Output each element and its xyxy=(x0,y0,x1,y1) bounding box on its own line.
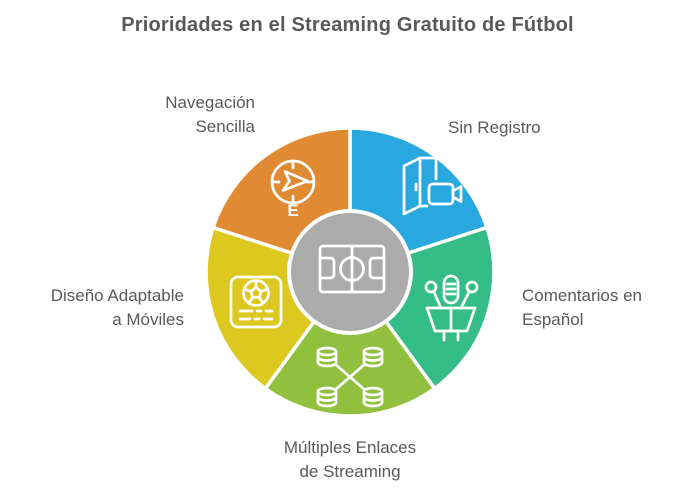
label-diseno-adaptable: Diseño Adaptable a Móviles xyxy=(50,286,184,329)
linked-databases-icon xyxy=(316,346,384,408)
label-sin-registro: Sin Registro xyxy=(448,118,541,137)
podium-microphones-icon xyxy=(424,274,479,342)
page-title: Prioridades en el Streaming Gratuito de … xyxy=(121,14,574,36)
mobile-card-icon xyxy=(229,275,283,329)
center-hub xyxy=(287,209,413,335)
compass-east-letter: E xyxy=(287,201,298,220)
door-camera-icon xyxy=(402,156,463,216)
label-navegacion-sencilla: Navegación Sencilla xyxy=(165,93,255,136)
slice-multiples-enlaces xyxy=(263,270,437,418)
soccer-field-icon xyxy=(318,244,386,294)
label-comentarios-espanol: Comentarios en Español xyxy=(522,286,643,329)
label-multiples-enlaces: Múltiples Enlaces de Streaming xyxy=(283,438,417,481)
compass-icon xyxy=(270,159,316,205)
